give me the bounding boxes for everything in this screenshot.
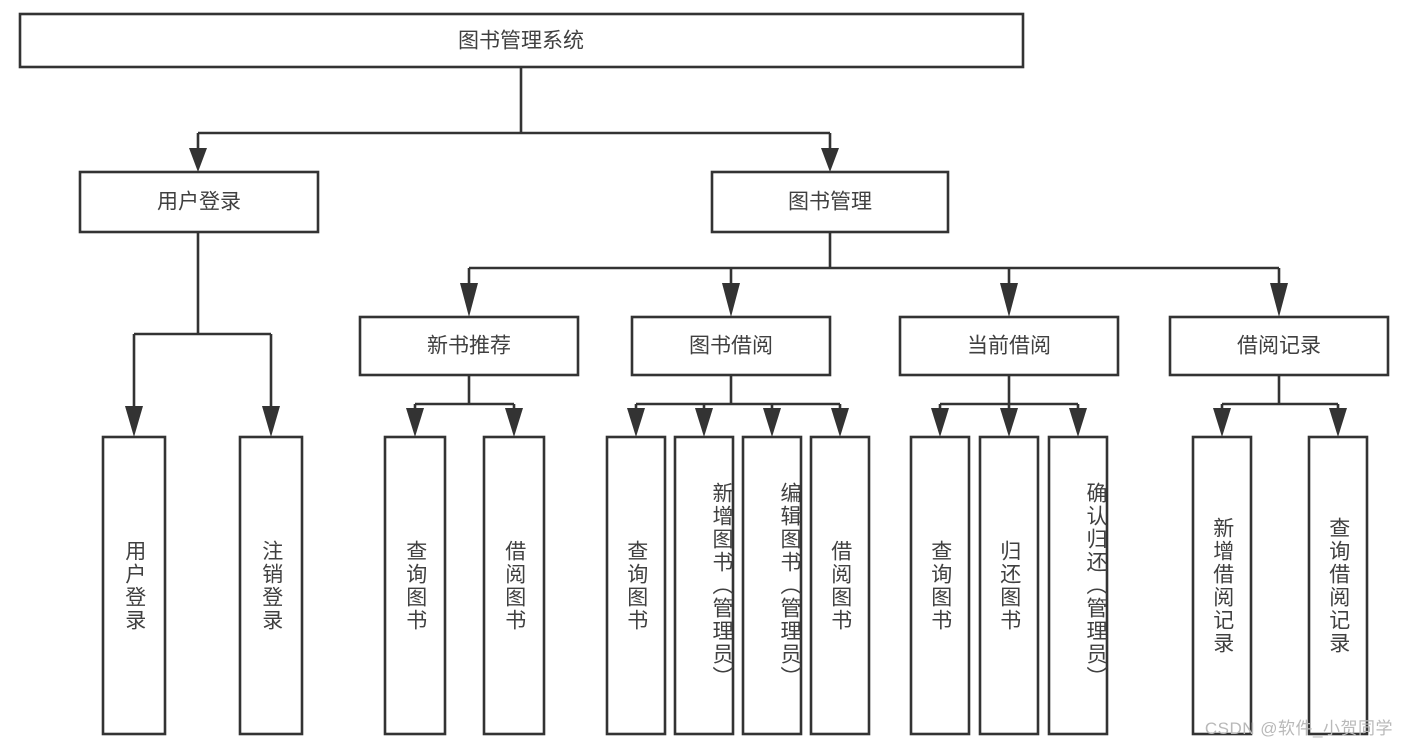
- leaf-node-user-login-box[interactable]: [101, 435, 167, 736]
- leaf-node-add-record-box[interactable]: [1191, 435, 1253, 736]
- node-user-login-box[interactable]: [78, 170, 320, 234]
- node-book-manage[interactable]: 图书管理: [710, 170, 950, 234]
- leaf-node-add-book[interactable]: [673, 435, 735, 736]
- leaf-node-borrow-book-2[interactable]: [809, 435, 871, 736]
- node-book-borrow-label: 图书借阅: [689, 335, 773, 358]
- leaf-node-query-book-2[interactable]: [605, 435, 667, 736]
- arrow-head-leaf-borrow-book-1: [505, 408, 523, 437]
- leaf-node-user-login[interactable]: [101, 435, 167, 736]
- leaf-node-query-record-box[interactable]: [1307, 435, 1369, 736]
- node-book-borrow[interactable]: 图书借阅: [630, 315, 832, 377]
- node-root-label: 图书管理系统: [458, 30, 584, 53]
- node-borrow-record-box[interactable]: [1168, 315, 1390, 377]
- arrow-head-book-borrow: [722, 283, 740, 317]
- node-root[interactable]: 图书管理系统: [18, 12, 1025, 69]
- node-user-login[interactable]: 用户登录: [78, 170, 320, 234]
- leaf-node-borrow-book-1[interactable]: [482, 435, 546, 736]
- arrow-head-leaf-add-book: [695, 408, 713, 437]
- leaf-node-query-book-3-box[interactable]: [909, 435, 971, 736]
- connector-layer: [125, 67, 1347, 437]
- node-current-borrow-box[interactable]: [898, 315, 1120, 377]
- arrow-head-leaf-logout: [262, 406, 280, 437]
- csdn-watermark: CSDN @软件_小贺同学: [1204, 719, 1393, 738]
- arrow-head-book-manage: [821, 148, 839, 172]
- leaf-node-query-book-2-box[interactable]: [605, 435, 667, 736]
- node-book-manage-box[interactable]: [710, 170, 950, 234]
- leaf-node-query-book-1[interactable]: [383, 435, 447, 736]
- leaf-node-query-book-3[interactable]: [909, 435, 971, 736]
- arrow-head-leaf-query-book-2: [627, 408, 645, 437]
- arrow-head-new-book-recommend: [460, 283, 478, 317]
- arrow-head-leaf-query-book-3: [931, 408, 949, 437]
- leaf-node-borrow-book-1-box[interactable]: [482, 435, 546, 736]
- leaf-node-edit-book[interactable]: [741, 435, 803, 736]
- leaf-node-add-record[interactable]: [1191, 435, 1253, 736]
- leaf-node-logout[interactable]: [238, 435, 304, 736]
- leaf-node-logout-box[interactable]: [238, 435, 304, 736]
- arrow-head-leaf-return-book: [1000, 408, 1018, 437]
- leaf-node-query-record[interactable]: [1307, 435, 1369, 736]
- arrow-head-leaf-confirm-return: [1069, 408, 1087, 437]
- leaf-node-return-book[interactable]: [978, 435, 1040, 736]
- leaf-node-confirm-return[interactable]: [1047, 435, 1109, 736]
- node-new-book-recommend[interactable]: 新书推荐: [358, 315, 580, 377]
- leaf-node-edit-book-box[interactable]: [741, 435, 803, 736]
- node-new-book-recommend-box[interactable]: [358, 315, 580, 377]
- arrow-head-leaf-add-record: [1213, 408, 1231, 437]
- arrow-head-leaf-query-record: [1329, 408, 1347, 437]
- arrow-head-borrow-record: [1270, 283, 1288, 317]
- node-borrow-record-label: 借阅记录: [1237, 335, 1321, 358]
- node-root-box[interactable]: [18, 12, 1025, 69]
- arrow-head-leaf-borrow-book-2: [831, 408, 849, 437]
- node-book-borrow-box[interactable]: [630, 315, 832, 377]
- arrow-head-user-login: [189, 148, 207, 172]
- arrow-head-leaf-edit-book: [763, 408, 781, 437]
- leaf-node-add-book-box[interactable]: [673, 435, 735, 736]
- node-user-login-label: 用户登录: [157, 191, 241, 214]
- node-current-borrow[interactable]: 当前借阅: [898, 315, 1120, 377]
- node-new-book-recommend-label: 新书推荐: [427, 335, 511, 358]
- leaf-node-return-book-box[interactable]: [978, 435, 1040, 736]
- node-borrow-record[interactable]: 借阅记录: [1168, 315, 1390, 377]
- arrow-head-leaf-user-login: [125, 406, 143, 437]
- leaf-node-borrow-book-2-box[interactable]: [809, 435, 871, 736]
- leaf-node-query-book-1-box[interactable]: [383, 435, 447, 736]
- arrow-head-current-borrow: [1000, 283, 1018, 317]
- leaf-node-confirm-return-box[interactable]: [1047, 435, 1109, 736]
- node-book-manage-label: 图书管理: [788, 191, 872, 214]
- node-current-borrow-label: 当前借阅: [967, 335, 1051, 358]
- arrow-head-leaf-query-book-1: [406, 408, 424, 437]
